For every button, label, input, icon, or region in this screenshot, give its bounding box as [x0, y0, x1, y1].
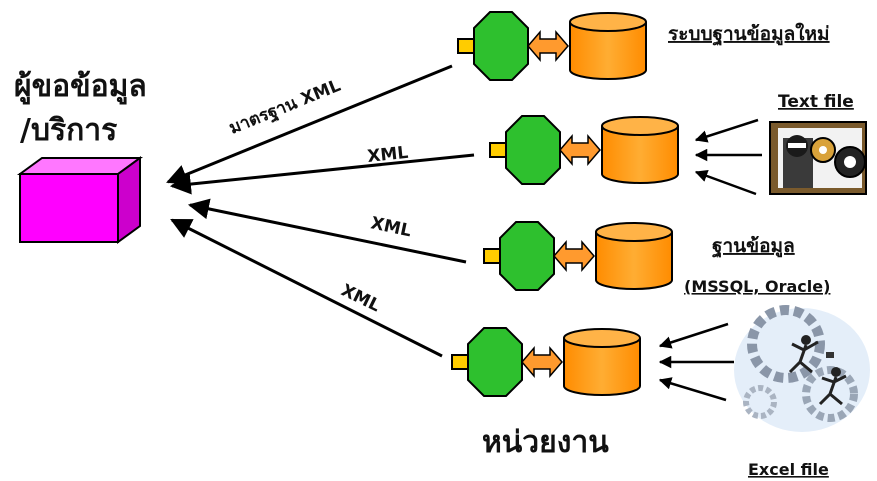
- connector-stack-new-db: [457, 11, 647, 81]
- connector-stack-text-file: [489, 115, 679, 185]
- arrow-database: [187, 198, 467, 264]
- arrow-label-xml-2: XML: [366, 143, 409, 167]
- database-label: ฐานข้อมูล: [712, 235, 795, 259]
- arrow-label-xml-4: XML: [338, 281, 384, 317]
- arrow-excel: [170, 218, 443, 358]
- connector-stack-excel: [451, 327, 641, 397]
- consumer-box: [16, 156, 144, 244]
- consumer-title-line1: ผู้ขอข้อมูล: [14, 69, 147, 105]
- input-arrow-text-3: [694, 170, 757, 196]
- input-arrow-excel-3: [658, 377, 727, 402]
- arrow-label-standard-xml: มาตรฐาน XML: [226, 76, 344, 140]
- business-people-gears-clipart-icon: [734, 305, 870, 432]
- arrow-text-file: [169, 153, 475, 195]
- gears-person-clipart-icon: [769, 121, 867, 195]
- agency-label: หน่วยงาน: [482, 425, 609, 460]
- database-types-label: (MSSQL, Oracle): [684, 277, 830, 296]
- arrow-new-db: [166, 64, 453, 185]
- consumer-title-line2: /บริการ: [20, 113, 117, 148]
- input-arrow-text-1: [694, 118, 759, 143]
- new-db-label: ระบบฐานข้อมูลใหม่: [668, 22, 830, 47]
- excel-file-label: Excel file: [748, 460, 829, 479]
- text-file-label: Text file: [778, 92, 854, 112]
- arrow-label-xml-3: XML: [369, 213, 413, 241]
- connector-stack-database: [483, 221, 673, 291]
- input-arrow-excel-1: [658, 322, 729, 349]
